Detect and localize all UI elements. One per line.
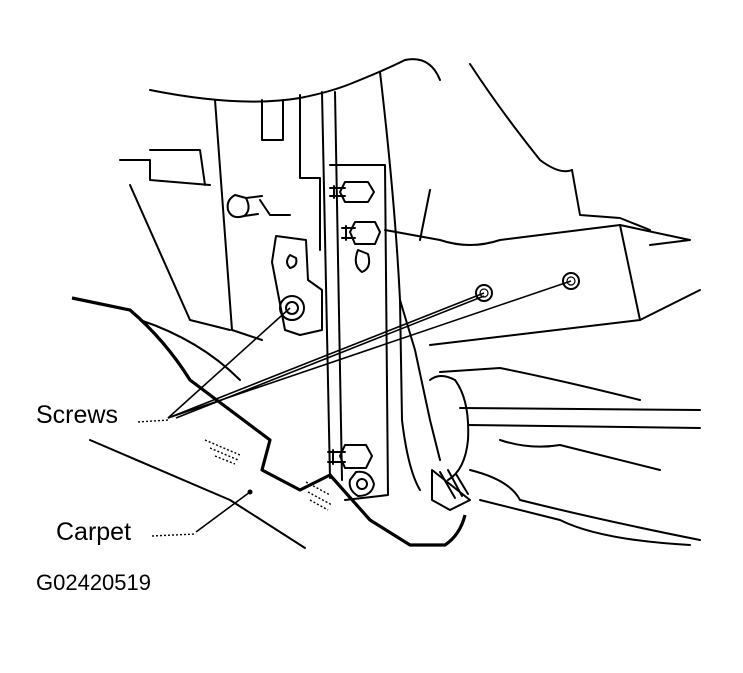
bolt-icon — [341, 221, 381, 245]
rail-screws — [475, 272, 580, 302]
bolt-icon — [327, 444, 373, 469]
carpet-outline — [71, 296, 467, 549]
left-bracket — [271, 235, 323, 336]
screws-label: Screws — [36, 401, 118, 429]
screw-icon — [562, 272, 580, 290]
lower-components — [429, 367, 701, 546]
bolt-icon — [348, 470, 375, 497]
pillar-bracket — [321, 71, 701, 501]
carpet-label: Carpet — [56, 518, 132, 546]
bolt-icon — [329, 181, 375, 203]
leader-lines — [137, 280, 572, 537]
bolt-group — [327, 181, 381, 497]
screw-icon — [279, 295, 305, 321]
dashboard-outline — [119, 58, 573, 341]
screw-icon — [475, 284, 493, 302]
figure-code-label: G02420519 — [36, 570, 151, 595]
